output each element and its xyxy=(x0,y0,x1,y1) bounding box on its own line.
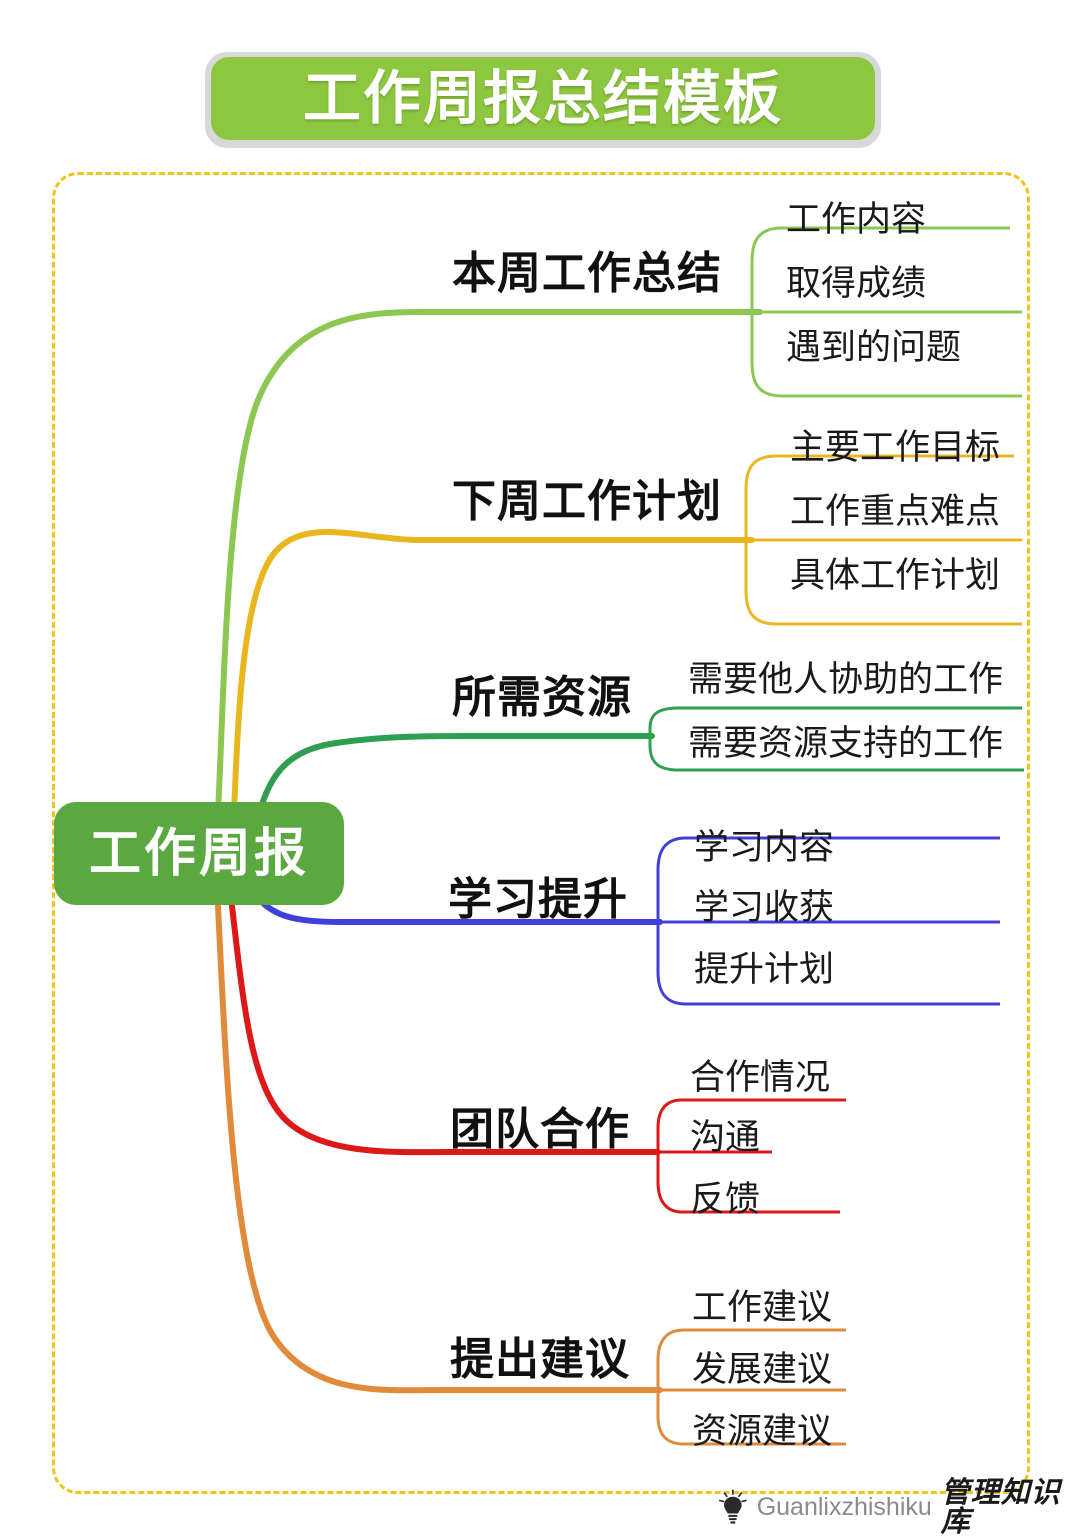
child-label-2-3[interactable]: 具体工作计划 xyxy=(790,556,1001,595)
child-label-6-3[interactable]: 资源建议 xyxy=(692,1412,833,1451)
lightbulb-icon xyxy=(719,1489,747,1524)
root-node-label: 工作周报 xyxy=(88,824,309,883)
child-label-6-1[interactable]: 工作建议 xyxy=(692,1288,833,1327)
mindmap-frame xyxy=(52,172,1030,1494)
child-label-2-1[interactable]: 主要工作目标 xyxy=(790,428,1001,467)
branch-label-5[interactable]: 团队合作 xyxy=(450,1105,630,1154)
child-label-5-3[interactable]: 反馈 xyxy=(690,1180,761,1219)
footer-pinyin: Guanlixzhishiku xyxy=(756,1492,932,1521)
child-label-5-2[interactable]: 沟通 xyxy=(690,1118,761,1157)
child-label-1-1[interactable]: 工作内容 xyxy=(786,200,927,239)
title-box: 工作周报总结模板 xyxy=(211,57,875,140)
child-label-3-1[interactable]: 需要他人协助的工作 xyxy=(688,660,1004,699)
branch-label-6[interactable]: 提出建议 xyxy=(450,1335,630,1384)
footer-watermark: Guanlixzhishiku 管理知识库 xyxy=(718,1478,1080,1536)
branch-label-3[interactable]: 所需资源 xyxy=(452,673,632,722)
page-title: 工作周报总结模板 xyxy=(302,65,783,131)
child-label-3-2[interactable]: 需要资源支持的工作 xyxy=(688,724,1004,763)
child-label-6-2[interactable]: 发展建议 xyxy=(692,1350,833,1389)
child-label-4-1[interactable]: 学习内容 xyxy=(694,828,835,867)
child-label-1-3[interactable]: 遇到的问题 xyxy=(786,328,962,367)
child-label-4-3[interactable]: 提升计划 xyxy=(694,950,835,989)
branch-label-1[interactable]: 本周工作总结 xyxy=(452,249,722,298)
child-label-4-2[interactable]: 学习收获 xyxy=(694,888,835,927)
root-node[interactable]: 工作周报 xyxy=(54,802,344,905)
footer-brand: 管理知识库 xyxy=(940,1475,1061,1538)
child-label-2-2[interactable]: 工作重点难点 xyxy=(790,492,1001,531)
branch-label-2[interactable]: 下周工作计划 xyxy=(452,477,722,526)
child-label-5-1[interactable]: 合作情况 xyxy=(690,1058,831,1097)
child-label-1-2[interactable]: 取得成绩 xyxy=(786,264,927,303)
branch-label-4[interactable]: 学习提升 xyxy=(448,875,628,924)
page-title-banner: 工作周报总结模板 xyxy=(205,52,881,148)
